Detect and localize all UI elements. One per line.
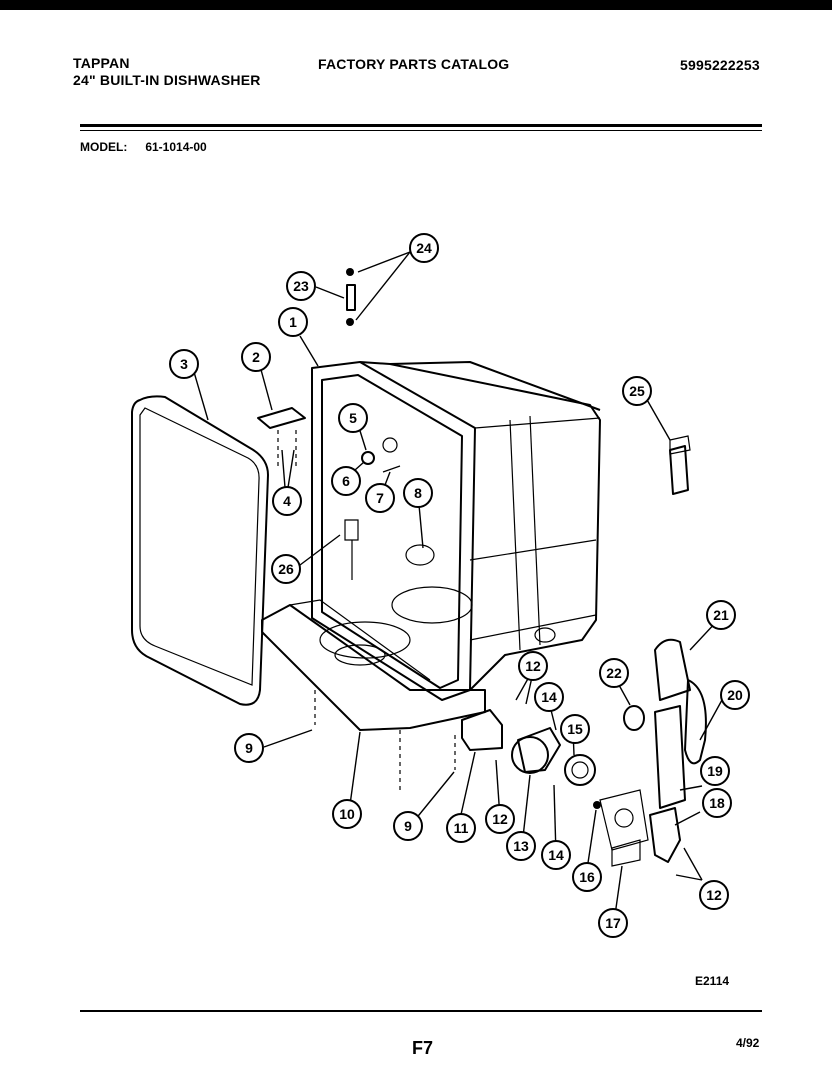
header-rule-thick xyxy=(80,124,762,127)
callout-6-label: 6 xyxy=(342,473,350,489)
callout-7: 7 xyxy=(365,483,395,513)
callout-5-label: 5 xyxy=(349,410,357,426)
base-plate-drawing xyxy=(261,599,486,790)
callout-24-label: 24 xyxy=(416,240,432,256)
model-line: MODEL: 61-1014-00 xyxy=(80,140,225,154)
callout-12-mid-label: 12 xyxy=(492,811,508,827)
callout-5: 5 xyxy=(338,403,368,433)
callout-16-label: 16 xyxy=(579,869,595,885)
callout-9-left-label: 9 xyxy=(245,740,253,756)
callout-8: 8 xyxy=(403,478,433,508)
product-name: 24" BUILT-IN DISHWASHER xyxy=(73,72,261,88)
callout-3: 3 xyxy=(169,349,199,379)
callout-12-top: 12 xyxy=(518,651,548,681)
callout-18-label: 18 xyxy=(709,795,725,811)
callout-11: 11 xyxy=(446,813,476,843)
callout-14-bottom-label: 14 xyxy=(548,847,564,863)
door-gasket-drawing xyxy=(131,395,269,706)
top-parts-drawing xyxy=(346,268,356,326)
model-number: 61-1014-00 xyxy=(145,140,207,154)
footer-rule xyxy=(80,1010,762,1012)
leader-lines xyxy=(193,251,723,923)
header-rule-thin xyxy=(80,130,762,131)
scan-top-edge xyxy=(0,0,832,10)
callout-1: 1 xyxy=(278,307,308,337)
callout-11-label: 11 xyxy=(454,820,469,836)
callout-4: 4 xyxy=(272,486,302,516)
callout-14-top: 14 xyxy=(534,682,564,712)
callout-10: 10 xyxy=(332,799,362,829)
callout-13: 13 xyxy=(506,831,536,861)
callout-4-label: 4 xyxy=(283,493,291,509)
callout-1-label: 1 xyxy=(289,314,297,330)
callout-14-bottom: 14 xyxy=(541,840,571,870)
callout-19-label: 19 xyxy=(707,763,723,779)
callout-16: 16 xyxy=(572,862,602,892)
callout-8-label: 8 xyxy=(414,485,422,501)
callout-15-label: 15 xyxy=(567,721,583,737)
callout-9-bottom: 9 xyxy=(393,811,423,841)
callout-6: 6 xyxy=(331,466,361,496)
callout-25-label: 25 xyxy=(629,383,645,399)
callout-23: 23 xyxy=(286,271,316,301)
callout-19: 19 xyxy=(700,756,730,786)
callout-2: 2 xyxy=(241,342,271,372)
callout-18: 18 xyxy=(702,788,732,818)
catalog-date: 4/92 xyxy=(736,1036,760,1050)
callout-24: 24 xyxy=(409,233,439,263)
callout-17: 17 xyxy=(598,908,628,938)
callout-12-mid: 12 xyxy=(485,804,515,834)
callout-3-label: 3 xyxy=(180,356,188,372)
callout-20: 20 xyxy=(720,680,750,710)
callout-15: 15 xyxy=(560,714,590,744)
callout-25: 25 xyxy=(622,376,652,406)
callout-26-label: 26 xyxy=(278,561,294,577)
callout-22: 22 xyxy=(599,658,629,688)
hinge-bracket-drawing xyxy=(257,407,306,470)
brand-name: TAPPAN xyxy=(73,55,130,71)
catalog-title: FACTORY PARTS CATALOG xyxy=(318,56,510,72)
callout-12-right-label: 12 xyxy=(706,887,722,903)
callout-21: 21 xyxy=(706,600,736,630)
callout-23-label: 23 xyxy=(293,278,309,294)
callout-12-right: 12 xyxy=(699,880,729,910)
callout-2-label: 2 xyxy=(252,349,260,365)
diagram-code: E2114 xyxy=(695,974,730,988)
page-number: F7 xyxy=(412,1038,434,1058)
callout-13-label: 13 xyxy=(513,838,529,854)
callout-22-label: 22 xyxy=(606,665,622,681)
model-label: MODEL: xyxy=(80,140,128,154)
pump-motor-drawing xyxy=(461,709,649,867)
callout-7-label: 7 xyxy=(376,490,384,506)
callout-26: 26 xyxy=(271,554,301,584)
right-side-parts-drawing xyxy=(623,435,707,863)
tub-assembly-drawing xyxy=(311,361,601,701)
callout-10-label: 10 xyxy=(339,806,355,822)
callout-17-label: 17 xyxy=(605,915,621,931)
catalog-number: 5995222253 xyxy=(680,57,760,73)
callout-14-top-label: 14 xyxy=(541,689,557,705)
callout-12-top-label: 12 xyxy=(525,658,541,674)
callout-20-label: 20 xyxy=(727,687,743,703)
callout-21-label: 21 xyxy=(713,607,729,623)
callout-9-bottom-label: 9 xyxy=(404,818,412,834)
callout-9-left: 9 xyxy=(234,733,264,763)
